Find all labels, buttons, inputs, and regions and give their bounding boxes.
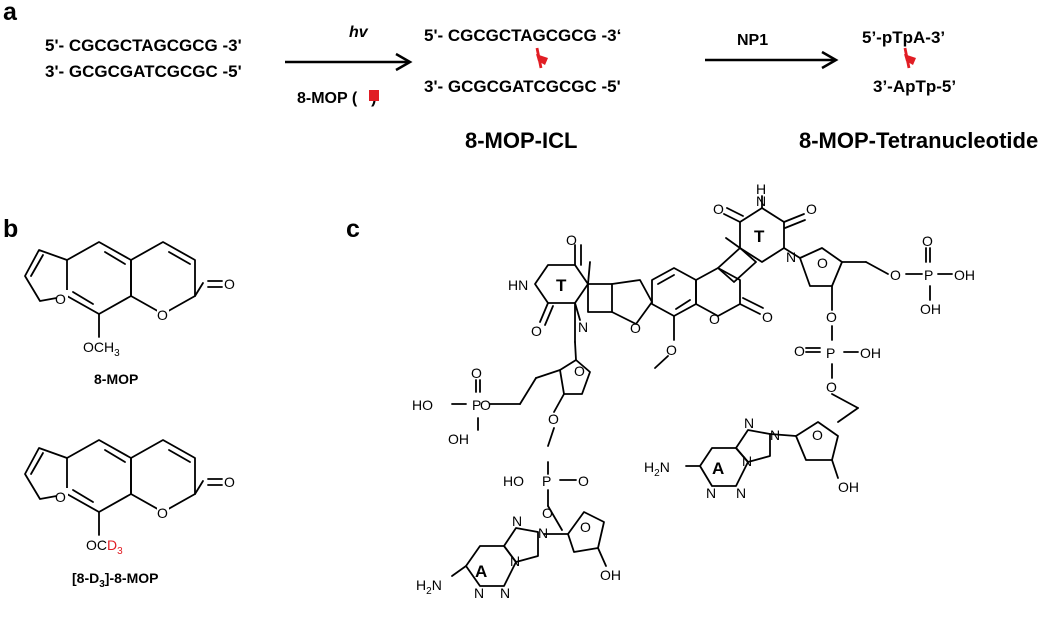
svg-text:O: O xyxy=(762,309,773,325)
svg-text:OH: OH xyxy=(448,431,469,447)
8-mop-condition-label: 8-MOP () xyxy=(297,90,376,107)
svg-text:N: N xyxy=(474,585,484,601)
svg-text:N: N xyxy=(742,453,752,469)
svg-text:O: O xyxy=(531,323,542,339)
svg-text:OH: OH xyxy=(600,567,621,583)
svg-text:O: O xyxy=(574,363,585,379)
hv-label: hv xyxy=(349,24,369,41)
svg-text:O: O xyxy=(55,489,66,505)
icl-top-strand: 5'- CGCGCTAGCGCG -3‘ xyxy=(424,26,621,45)
svg-text:O: O xyxy=(817,255,828,271)
svg-text:O: O xyxy=(806,201,817,217)
svg-text:O: O xyxy=(542,505,553,521)
svg-text:O: O xyxy=(630,320,641,336)
svg-text:O: O xyxy=(55,291,66,307)
crosslink-icon xyxy=(903,47,916,69)
svg-text:OH: OH xyxy=(954,267,975,283)
svg-text:OH: OH xyxy=(838,479,859,495)
amine-label: H2N xyxy=(416,577,442,597)
svg-text:HN: HN xyxy=(508,277,528,293)
duplex-top-strand: 5'- CGCGCTAGCGCG -3' xyxy=(45,36,242,55)
svg-text:O: O xyxy=(826,379,837,395)
crosslink-icon xyxy=(535,47,548,69)
svg-text:N: N xyxy=(512,513,522,529)
svg-text:P: P xyxy=(826,345,835,361)
reaction-arrow-2 xyxy=(705,50,839,70)
svg-text:N: N xyxy=(770,427,780,443)
svg-text:OH: OH xyxy=(920,301,941,317)
thymine-label: T xyxy=(754,227,765,246)
svg-text:P: P xyxy=(472,397,481,413)
svg-text:O: O xyxy=(480,397,491,413)
svg-text:N: N xyxy=(706,485,716,501)
product-name: 8-MOP-Tetranucleotide xyxy=(799,128,1038,153)
svg-text:O: O xyxy=(471,365,482,381)
np1-label: NP1 xyxy=(737,32,768,49)
svg-text:N: N xyxy=(538,525,548,541)
panel-c-label: c xyxy=(346,215,360,243)
8-mop-structure: O O O OCH3 8-MOP xyxy=(24,241,235,387)
svg-text:O: O xyxy=(812,427,823,443)
svg-text:N: N xyxy=(744,415,754,431)
svg-text:P: P xyxy=(924,267,933,283)
icl-bottom-strand: 3'- GCGCGATCGCGC -5' xyxy=(424,77,621,96)
thymine-label: T xyxy=(556,276,567,295)
svg-text:O: O xyxy=(666,342,677,358)
panel-a: a 5'- CGCGCTAGCGCG -3' 3'- GCGCGATCGCGC … xyxy=(3,0,1038,153)
adenine-label: A xyxy=(475,562,487,581)
svg-text:O: O xyxy=(826,309,837,325)
icl-name: 8-MOP-ICL xyxy=(465,128,577,153)
svg-text:O: O xyxy=(709,311,720,327)
8-mop-methoxy-label: OCH3 xyxy=(83,339,120,359)
svg-text:O: O xyxy=(713,201,724,217)
svg-text:O: O xyxy=(224,474,235,490)
svg-text:N: N xyxy=(736,485,746,501)
svg-text:O: O xyxy=(548,411,559,427)
d3-8-mop-structure: O O O OCD3 [8-D3]-8-MOP xyxy=(24,439,235,590)
svg-text:O: O xyxy=(578,473,589,489)
d3-methoxy-label: OCD3 xyxy=(86,537,123,557)
svg-text:N: N xyxy=(756,193,766,209)
amine-label: H2N xyxy=(644,459,670,479)
panel-b-label: b xyxy=(3,215,18,243)
svg-text:O: O xyxy=(224,276,235,292)
adenine-label: A xyxy=(712,459,724,478)
crosslinked-tetranucleotide-structure: T T A A O HN O N O O O O H N O O N O O P… xyxy=(412,181,975,601)
svg-text:N: N xyxy=(510,553,520,569)
svg-text:H: H xyxy=(756,181,766,197)
svg-text:O: O xyxy=(794,343,805,359)
svg-text:P: P xyxy=(542,473,551,489)
8-mop-square-icon xyxy=(369,90,379,101)
panel-c: c xyxy=(346,181,975,601)
reaction-arrow-1 xyxy=(285,52,413,72)
duplex-bottom-strand: 3'- GCGCGATCGCGC -5' xyxy=(45,62,242,81)
svg-text:O: O xyxy=(157,505,168,521)
8-mop-caption: 8-MOP xyxy=(94,371,138,387)
panel-a-label: a xyxy=(3,0,18,26)
svg-text:O: O xyxy=(580,519,591,535)
product-top-strand: 5’-pTpA-3’ xyxy=(862,28,945,47)
d3-8-mop-caption: [8-D3]-8-MOP xyxy=(72,570,158,590)
svg-text:O: O xyxy=(157,307,168,323)
svg-text:N: N xyxy=(578,319,588,335)
svg-text:O: O xyxy=(566,232,577,248)
svg-text:N: N xyxy=(500,585,510,601)
product-bottom-strand: 3’-ApTp-5’ xyxy=(873,77,956,96)
svg-text:O: O xyxy=(890,267,901,283)
panel-b: b O O O OCH3 8-MOP xyxy=(3,215,235,590)
svg-text:HO: HO xyxy=(412,397,433,413)
svg-text:HO: HO xyxy=(503,473,524,489)
svg-text:OH: OH xyxy=(860,345,881,361)
svg-text:N: N xyxy=(786,249,796,265)
svg-text:O: O xyxy=(922,233,933,249)
